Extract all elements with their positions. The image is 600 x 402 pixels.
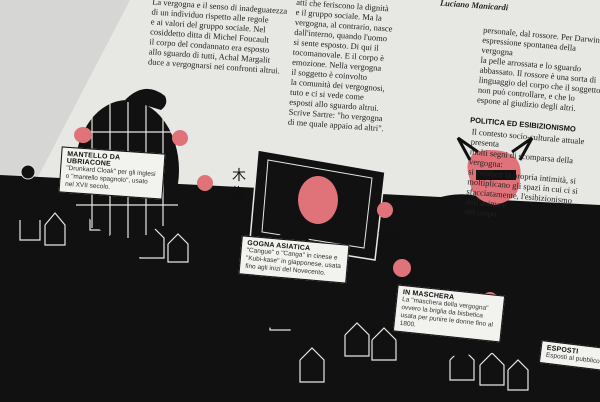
caption-drunkard-cloak: MANTELLO DA UBRIACONE "Drunkard Cloak" p… [58, 146, 166, 200]
cangue-glyph-4: 鎖 [393, 228, 406, 244]
bystanders [18, 164, 42, 220]
text-column-2: atti che feriscono la dignità e il grupp… [288, 0, 447, 137]
text-column-3: personale, dal rossore. Per Darwin espre… [477, 25, 600, 116]
text-column-3b: Il contesto socio-culturale attuale pres… [464, 126, 600, 227]
text-column-1: La vergogna e il senso di inadeguatezza … [148, 0, 312, 77]
caption-body: "Drunkard Cloak" per gli inglesi o "mant… [64, 164, 156, 191]
cangue-glyph-2: 枷 [232, 186, 246, 202]
cangue-glyph-1: 木 [232, 168, 246, 184]
cangue-glyph-3: 枷 [378, 229, 391, 244]
